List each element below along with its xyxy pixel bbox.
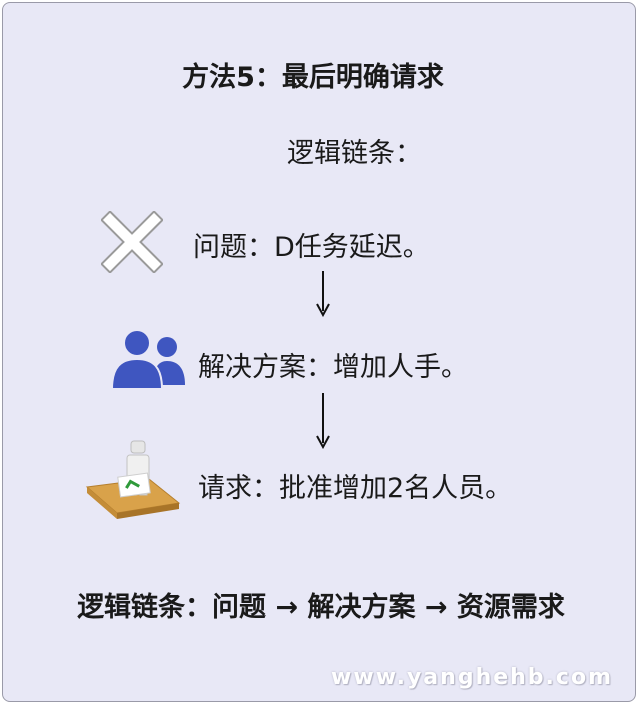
ballot-box-icon <box>83 435 183 529</box>
step-problem: 问题：D任务延迟。 <box>193 232 430 263</box>
step-request: 请求：批准增加2名人员。 <box>198 473 513 504</box>
step-solution: 解决方案：增加人手。 <box>198 352 468 383</box>
chain-label: 逻辑链条： <box>287 138 422 169</box>
x-mark-icon <box>100 210 164 277</box>
people-icon <box>109 329 189 395</box>
diagram-title: 方法5：最后明确请求 <box>182 62 444 93</box>
arrow-down-1 <box>315 271 331 321</box>
arrow-down-2 <box>315 393 331 453</box>
chain-summary: 逻辑链条：问题 → 解决方案 → 资源需求 <box>77 592 565 623</box>
watermark: www.yanghehb.com <box>331 665 613 690</box>
